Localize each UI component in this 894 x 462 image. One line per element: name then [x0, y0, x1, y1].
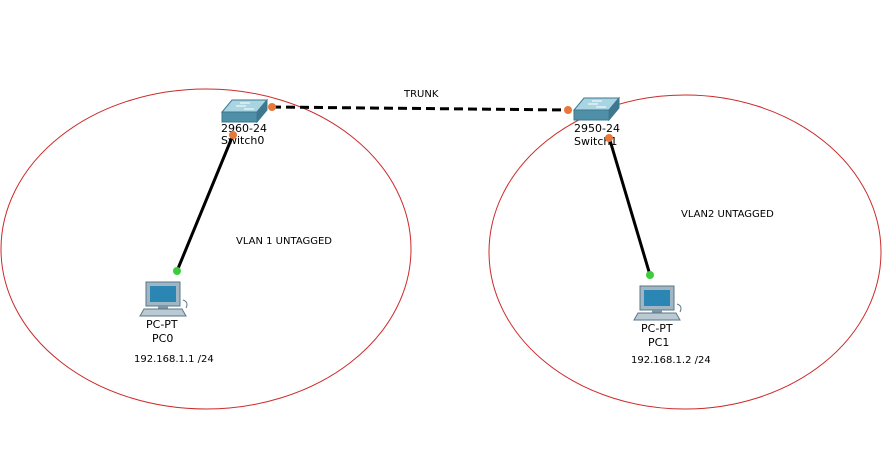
network-switch-icon [572, 96, 621, 122]
trunk-link[interactable] [271, 105, 569, 112]
switch1-device[interactable]: 2950-24 Switch1 [572, 96, 621, 148]
vlan2-area-ellipse [488, 94, 882, 410]
pc0-device[interactable]: PC-PT PC0 192.168.1.1 /24 [134, 281, 214, 365]
switch0-name-label: Switch0 [221, 134, 264, 147]
trunk-port-dot-switch0 [268, 103, 276, 111]
pc1-device[interactable]: PC-PT PC1 192.168.1.2 /24 [631, 285, 711, 366]
vlan2-label: VLAN2 UNTAGGED [681, 209, 774, 220]
trunk-label: TRUNK [403, 89, 439, 100]
switch1-access-port-dot [605, 134, 613, 142]
trunk-port-dot-switch1 [564, 106, 572, 114]
switch1-pc1-link[interactable] [607, 136, 652, 276]
network-switch-icon [220, 98, 269, 124]
pc0-ip-label: 192.168.1.1 /24 [134, 354, 214, 365]
pc0-name-label: PC0 [152, 332, 173, 345]
switch0-device[interactable]: 2960-24 Switch0 [220, 98, 269, 147]
pc-icon [633, 285, 682, 321]
vlan1-label: VLAN 1 UNTAGGED [236, 236, 332, 247]
pc1-model-label: PC-PT [641, 322, 673, 335]
switch0-pc0-link[interactable] [175, 134, 235, 272]
pc1-port-dot [646, 271, 654, 279]
switch0-access-port-dot [229, 131, 237, 139]
pc1-name-label: PC1 [648, 336, 669, 349]
pc0-port-dot [173, 267, 181, 275]
pc0-model-label: PC-PT [146, 318, 178, 331]
vlan1-area-ellipse [0, 88, 412, 410]
switch1-model-label: 2950-24 [574, 122, 620, 135]
pc1-ip-label: 192.168.1.2 /24 [631, 355, 711, 366]
pc-icon [139, 281, 188, 317]
